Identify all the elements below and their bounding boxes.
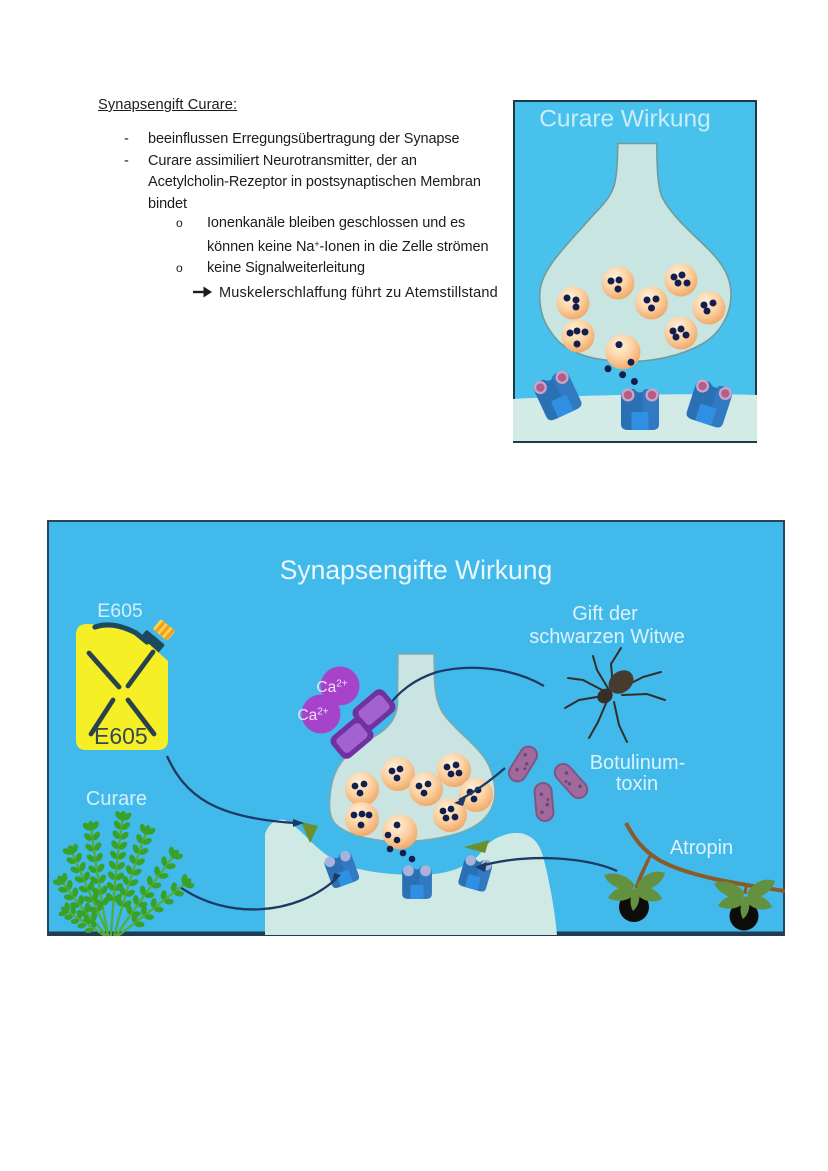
svg-text:Curare Wirkung: Curare Wirkung — [539, 106, 711, 133]
svg-text:toxin: toxin — [616, 773, 658, 795]
svg-text:schwarzen Witwe: schwarzen Witwe — [529, 626, 685, 648]
svg-text:E605: E605 — [94, 723, 148, 749]
svg-text:Curare: Curare — [86, 788, 147, 810]
svg-text:Botulinum-: Botulinum- — [590, 752, 686, 774]
svg-text:Atropin: Atropin — [670, 837, 733, 859]
svg-text:Gift der: Gift der — [572, 603, 638, 625]
svg-text:E605: E605 — [97, 600, 143, 622]
svg-text:Synapsengifte Wirkung: Synapsengifte Wirkung — [280, 555, 553, 585]
